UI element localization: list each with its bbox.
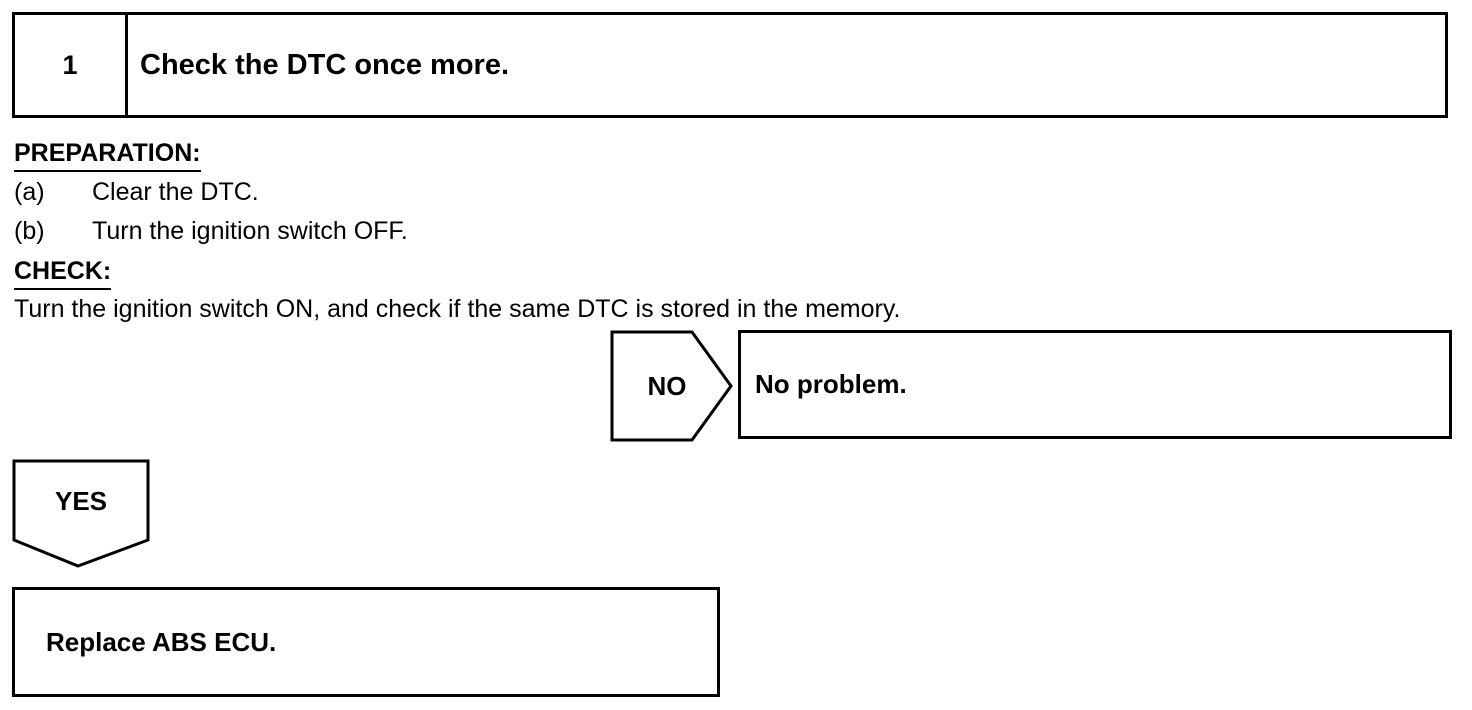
preparation-item-b-text: Turn the ignition switch OFF.	[92, 217, 408, 245]
preparation-item-b-marker: (b)	[14, 217, 45, 245]
yes-label: YES	[54, 486, 108, 516]
yes-result-text: Replace ABS ECU.	[46, 626, 277, 657]
preparation-item-a-text: Clear the DTC.	[92, 178, 259, 206]
check-heading: CHECK:	[14, 256, 112, 290]
no-arrow-outline	[610, 330, 733, 442]
no-result-box: No problem.	[738, 330, 1452, 439]
check-text: Turn the ignition switch ON, and check i…	[14, 295, 901, 323]
step-number: 1	[15, 15, 128, 115]
step-header: 1 Check the DTC once more.	[12, 12, 1448, 118]
yes-arrow-outline	[12, 459, 150, 568]
preparation-heading: PREPARATION:	[14, 138, 201, 172]
step-title: Check the DTC once more.	[140, 48, 510, 81]
yes-result-box: Replace ABS ECU.	[12, 587, 720, 697]
no-result-text: No problem.	[755, 369, 907, 399]
preparation-item-a-marker: (a)	[14, 178, 45, 206]
no-label: NO	[647, 371, 687, 401]
